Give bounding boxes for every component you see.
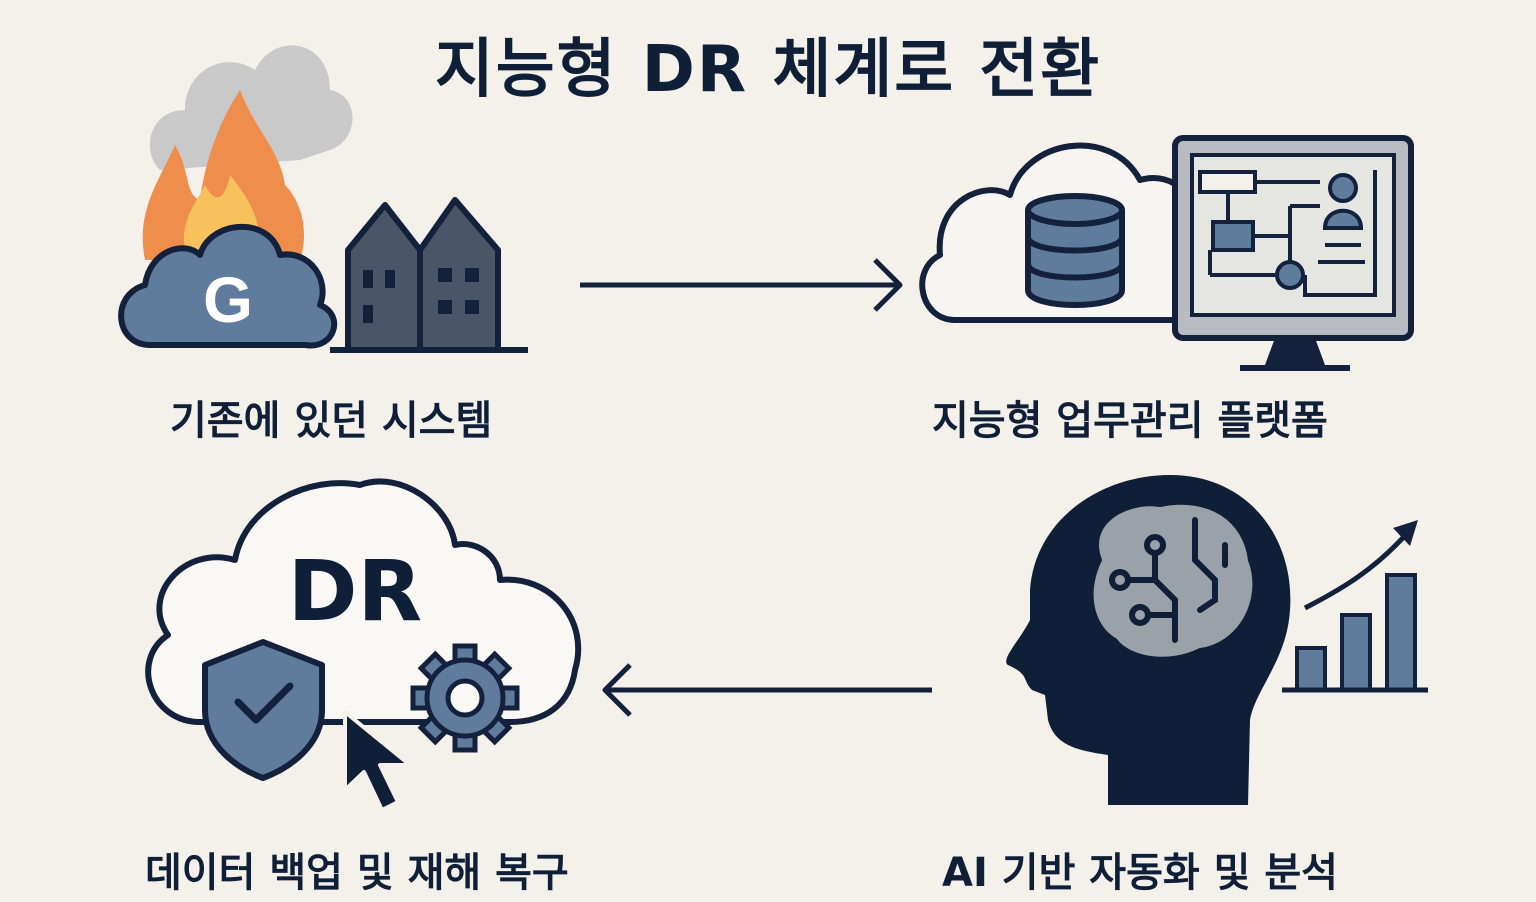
page-title: 지능형 DR 체계로 전환	[434, 33, 1102, 107]
dr-text: DR	[288, 542, 422, 640]
shield-check-icon	[202, 639, 325, 781]
smoke-icon	[149, 45, 353, 170]
growth-chart-icon	[1282, 520, 1428, 693]
building-icon	[330, 197, 528, 353]
arrow-left-icon	[602, 663, 932, 717]
cloud-database-icon	[919, 142, 1199, 323]
gear-icon	[410, 643, 520, 753]
dr-label: 데이터 백업 및 재해 복구	[145, 850, 569, 896]
cloud-letter: G	[203, 264, 253, 336]
platform-label: 지능형 업무관리 플랫폼	[932, 398, 1328, 444]
cursor-icon	[343, 710, 412, 812]
cloud-g-icon: G	[118, 223, 338, 349]
legacy-system-label: 기존에 있던 시스템	[170, 398, 493, 444]
ai-label: AI 기반 자동화 및 분석	[942, 850, 1338, 896]
ai-head-icon	[1006, 475, 1291, 805]
monitor-workflow-icon	[1172, 135, 1414, 371]
database-icon	[1025, 193, 1125, 308]
arrow-right-icon	[580, 258, 903, 312]
